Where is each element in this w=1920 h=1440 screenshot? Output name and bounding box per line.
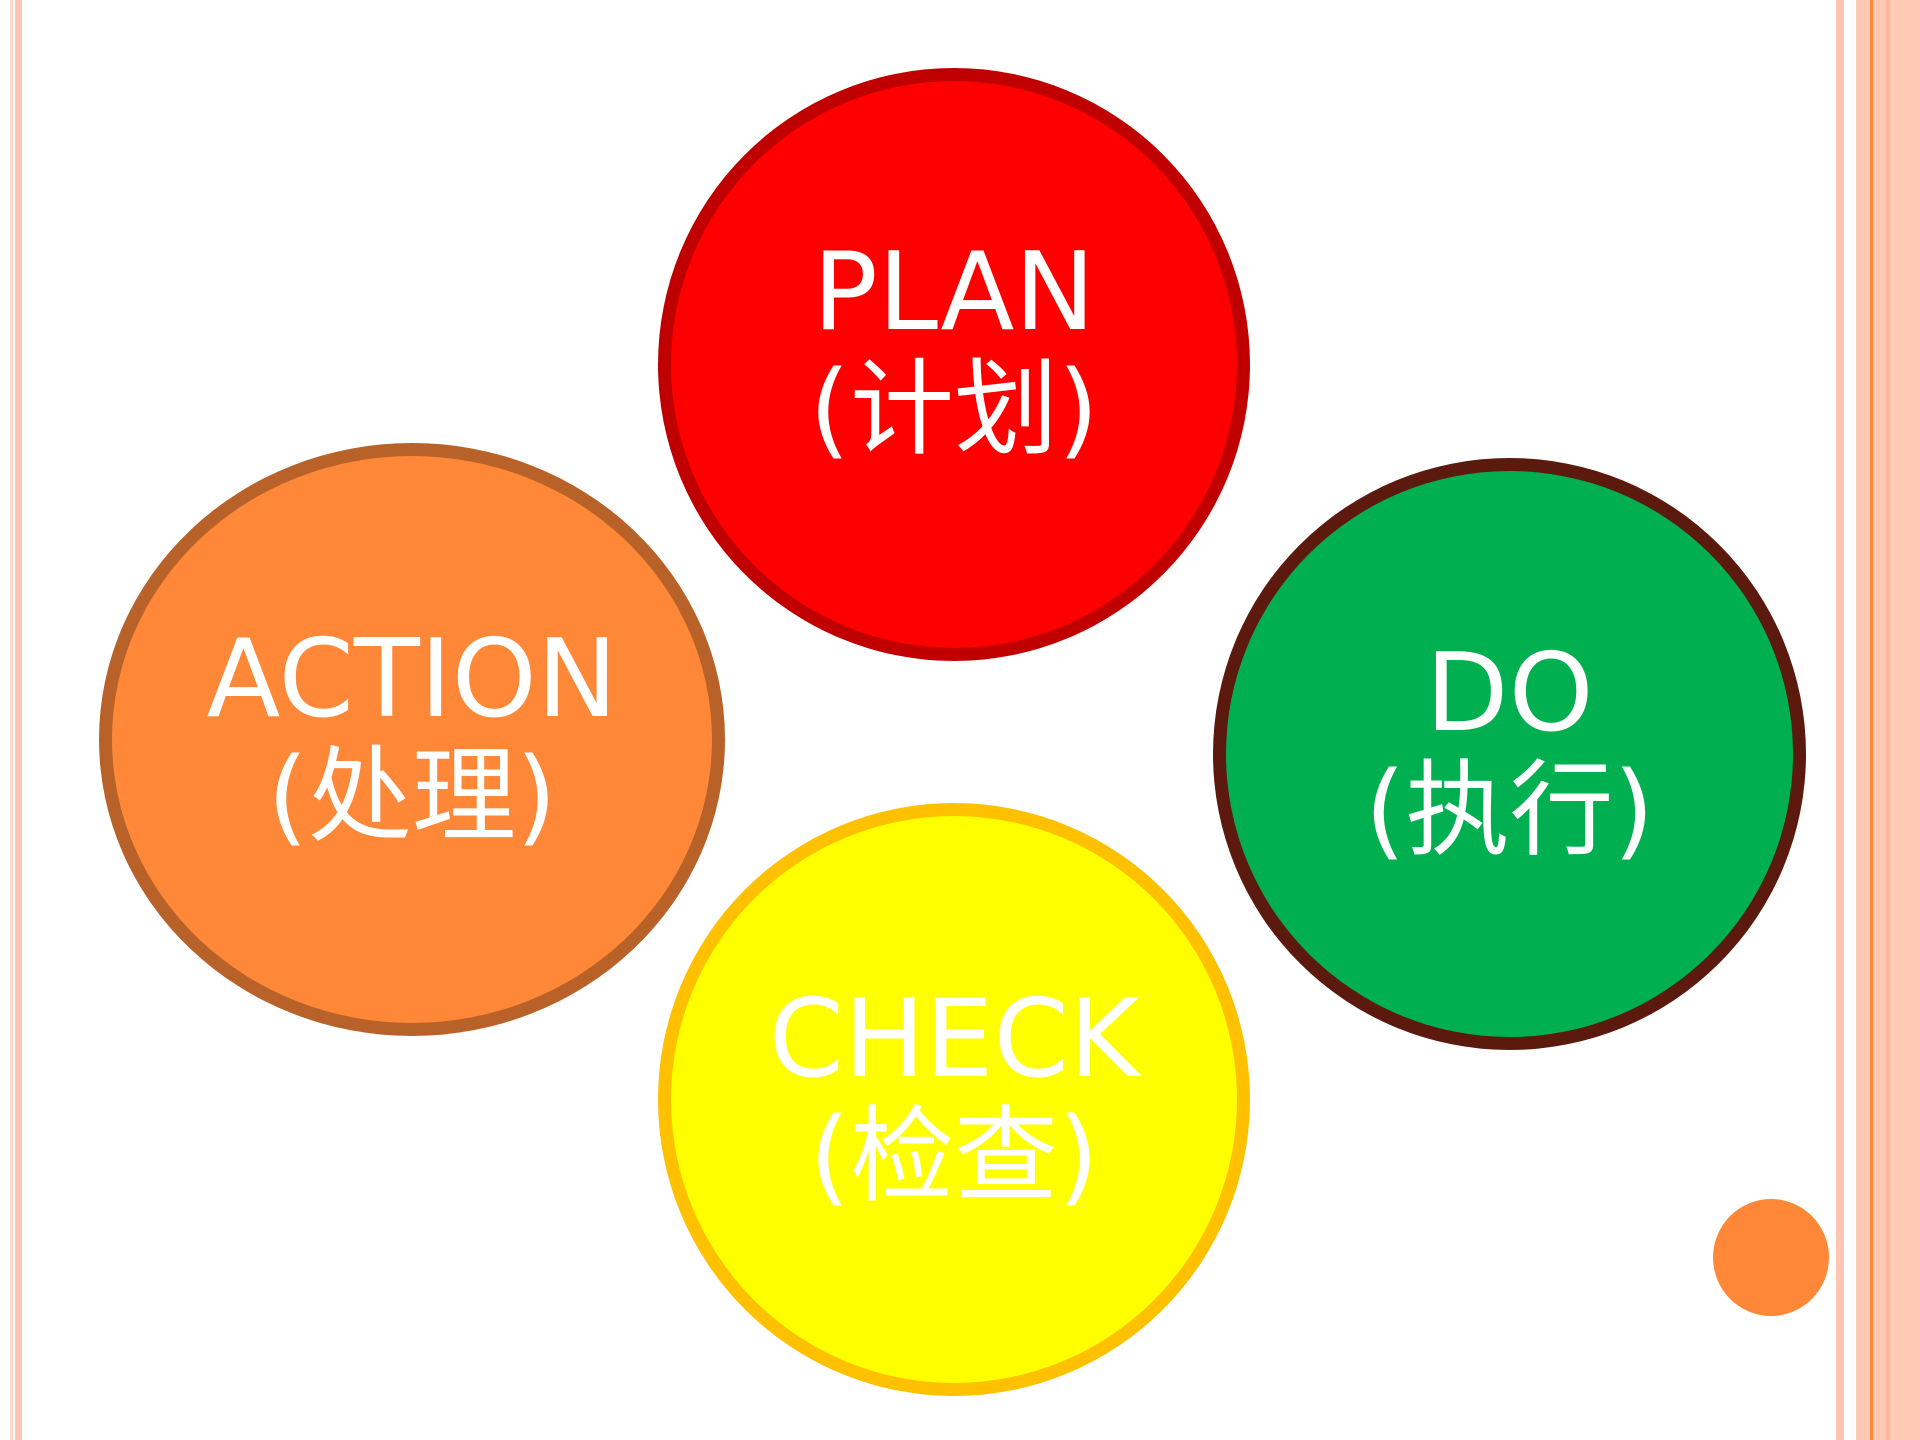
accent-dot-icon bbox=[1713, 1199, 1829, 1316]
do-label: DO bbox=[1425, 631, 1594, 756]
plan-label: PLAN bbox=[812, 229, 1096, 355]
left-border-thin bbox=[10, 0, 13, 1440]
do-label-zh: (执行) bbox=[1364, 749, 1655, 871]
action-circle: ACTION (处理) bbox=[99, 443, 725, 1036]
check-label-zh: (检查) bbox=[809, 1094, 1099, 1217]
action-label-zh: (处理) bbox=[267, 734, 557, 857]
action-label: ACTION bbox=[206, 616, 618, 742]
plan-circle: PLAN (计划) bbox=[658, 68, 1250, 661]
right-border-accent-line bbox=[1870, 0, 1873, 1440]
right-border-dark-line bbox=[1886, 0, 1890, 1440]
check-circle: CHECK (检查) bbox=[658, 803, 1250, 1396]
do-circle: DO (执行) bbox=[1213, 458, 1806, 1050]
right-border-band-inner bbox=[1836, 0, 1844, 1440]
left-border-band bbox=[15, 0, 22, 1440]
check-label: CHECK bbox=[768, 976, 1140, 1102]
plan-label-zh: (计划) bbox=[809, 347, 1099, 470]
